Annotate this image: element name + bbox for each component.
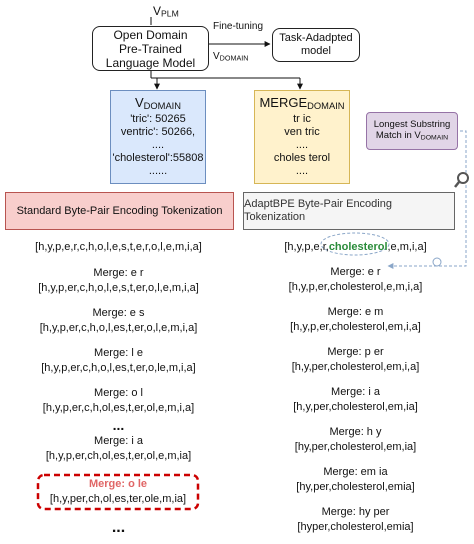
vplm-label: VPLM (153, 4, 179, 19)
longest-substring-box: Longest Substring Match in VDOMAIN (366, 112, 458, 150)
cholesterol-match: cholesterol (328, 241, 388, 253)
merge-rule: Merge: i a (331, 386, 380, 398)
merge-rule: Merge: e r (330, 266, 381, 278)
merge-tokens: [hy,per,cholesterol,emia] (296, 481, 415, 493)
ellipsis: ... (112, 417, 125, 433)
merge-tokens: [h,y,p,er,cholesterol,em,i,a] (290, 321, 421, 333)
merge-tokens: [h,y,per,cholesterol,em,ia] (293, 401, 418, 413)
merge-entry: choles terol (273, 152, 331, 165)
merge-rule: Merge: l e (94, 347, 143, 359)
task-model-box: Task-Adadpted model (272, 28, 360, 62)
merge-rule: Merge: o l (94, 387, 143, 399)
standard-merge-column: [h,y,p,e,r,c,h,o,l,e,s,t,e,r,o,l,e,m,i,a… (0, 240, 237, 464)
merge-tokens: [hy,per,cholesterol,em,ia] (294, 441, 417, 453)
merge-tokens: [h,y,p,er,c,h,ol,es,t,er,ol,e,m,i,a] (42, 402, 195, 414)
standard-bpe-label: Standard Byte-Pair Encoding Tokenization (16, 204, 223, 217)
vdomain-title: VDOMAIN (134, 94, 182, 111)
merge-tokens: [h,y,p,er,ch,ol,es,t,er,ol,e,m,ia] (45, 450, 192, 462)
lens-icon (432, 257, 442, 267)
task-line-1: Task-Adadpted (279, 32, 353, 44)
initial-tokens-adapt: [h,y,p,e,r,cholesterol,e,m,i,a] (284, 241, 427, 253)
initial-tokens: [h,y,p,e,r,c,h,o,l,e,s,t,e,r,o,l,e,m,i,a… (35, 241, 202, 253)
plm-line-2: Pre-Trained (119, 41, 182, 56)
merge-entry: .... (295, 165, 309, 178)
lss-line-1: Longest Substring (373, 118, 451, 130)
merge-rule: Merge: e s (92, 307, 145, 319)
finetune-label: Fine-tuning (213, 21, 264, 32)
merge-rule: Merge: e r (93, 267, 144, 279)
adapt-merge-column: [h,y,p,e,r,cholesterol,e,m,i,a] Merge: e… (237, 240, 474, 535)
merge-rule: Merge: p er (327, 346, 384, 358)
vdomain-arrow-label: VDOMAIN (213, 51, 249, 63)
magnifier-icon (454, 172, 469, 188)
cholesterol-ellipse (320, 232, 390, 256)
merge-rule: Merge: h y (329, 426, 382, 438)
merge-domain-box: MERGEDOMAIN tr ic ven tric .... choles t… (254, 90, 350, 184)
highlighted-merge: Merge: o le [h,y,per,ch,ol,es,ter,ole,m,… (38, 477, 198, 507)
highlighted-merge-rule: Merge: o le (88, 478, 148, 490)
merge-tokens: [hyper,cholesterol,emia] (297, 521, 414, 533)
vocab-entry: 'tric': 50265 (130, 113, 186, 126)
standard-bpe-box: Standard Byte-Pair Encoding Tokenization (5, 192, 234, 230)
plm-line-3: Language Model (105, 55, 196, 70)
merge-tokens: [h,y,p,er,cholesterol,e,m,i,a] (288, 281, 423, 293)
adapt-bpe-box: AdaptBPE Byte-Pair Encoding Tokenization (243, 192, 455, 230)
merge-rule: Merge: e m (327, 306, 384, 318)
merge-domain-title: MERGEDOMAIN (259, 94, 345, 111)
plm-box: Open Domain Pre-Trained Language Model (92, 26, 209, 71)
vdomain-vocab-box: VDOMAIN 'tric': 50265 ventric': 50266, .… (110, 90, 206, 184)
merge-tokens: [h,y,per,cholesterol,em,i,a] (291, 361, 420, 373)
vocab-entry: 'cholesterol':55808 (112, 152, 204, 165)
merge-rule: Merge: em ia (323, 466, 388, 478)
merge-rule: Merge: i a (94, 435, 143, 447)
merge-entry: ven tric (284, 126, 320, 139)
vocab-entry: ...... (148, 165, 168, 178)
lss-line-2: Match in VDOMAIN (375, 129, 449, 142)
merge-highlight-box (36, 473, 200, 511)
task-line-2: model (301, 45, 331, 57)
vocab-entry: .... (151, 139, 165, 152)
adapt-bpe-label: AdaptBPE Byte-Pair Encoding Tokenization (244, 198, 392, 223)
merge-tokens: [h,y,p,er,c,h,o,l,e,s,t,er,o,l,e,m,i,a] (38, 282, 199, 294)
merge-tokens: [h,y,p,er,c,h,o,l,es,t,er,o,l,e,m,i,a] (39, 322, 198, 334)
plm-line-1: Open Domain (113, 27, 188, 42)
lss-dashed-arrow (387, 130, 467, 269)
bottom-ellipsis: ... (111, 519, 126, 536)
vocab-entry: ventric': 50266, (120, 126, 196, 139)
merge-entry: tr ic (293, 113, 311, 126)
merge-rule: Merge: hy per (321, 506, 390, 518)
merge-entry: .... (295, 139, 309, 152)
merge-tokens: [h,y,p,er,c,h,o,l,es,t,er,o,le,m,i,a] (41, 362, 196, 374)
highlighted-merge-tokens: [h,y,per,ch,ol,es,ter,ole,m,ia] (49, 493, 187, 505)
